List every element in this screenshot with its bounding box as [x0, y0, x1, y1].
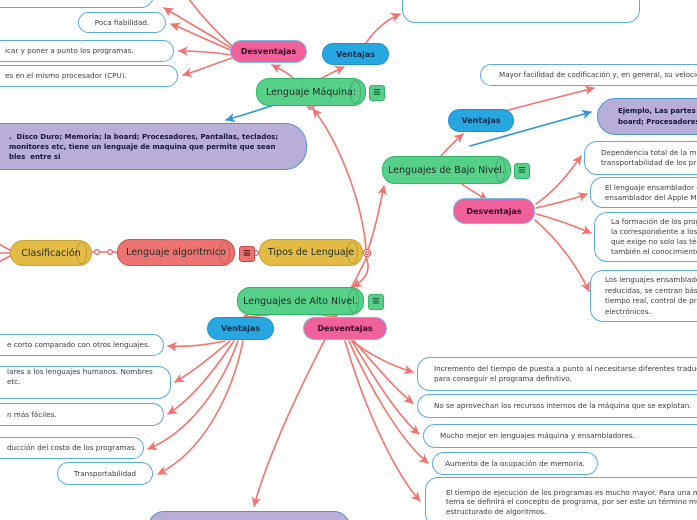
- pill-ventajas-alto[interactable]: Ventajas: [207, 317, 274, 340]
- node-lenguajes-bajo-nivel[interactable]: Lenguajes de Bajo Nivel.: [382, 156, 511, 184]
- pill-desventajas-bajo[interactable]: Desventajas: [453, 198, 535, 224]
- leaf-similares-humanos[interactable]: lares a los lenguajes humanos. Nombres e…: [0, 366, 171, 399]
- notes-icon[interactable]: ≡: [369, 85, 385, 101]
- pill-desventajas-maquina[interactable]: Desventajas: [230, 40, 307, 63]
- leaf-ensambladores-areas[interactable]: Los lenguajes ensamblado reducidas, se c…: [590, 270, 697, 322]
- leaf-formacion-programadores[interactable]: La formación de los progr la correspondi…: [594, 212, 697, 262]
- leaf-poca-fiabilidad[interactable]: Poca fiabilidad.: [78, 12, 166, 33]
- node-lenguaje-maquina[interactable]: Lenguaje Máquina:: [256, 78, 366, 106]
- notes-icon[interactable]: ≡: [239, 246, 255, 262]
- leaf-tiempo-corto[interactable]: e corto comparado con otros lenguajes.: [0, 334, 164, 356]
- leaf-reduccion-costo[interactable]: ducción del costo de los programas.: [0, 437, 144, 459]
- leaf-aumento-memoria[interactable]: Aumento de la ocupación de memoria.: [432, 452, 598, 475]
- leaf-similares-text: lares a los lenguajes humanos. Nombres e…: [7, 367, 153, 386]
- connector-dots: [93, 102, 372, 258]
- pill-ventajas-maquina[interactable]: Ventajas: [322, 43, 389, 65]
- node-clasificacion[interactable]: Clasificación: [10, 240, 92, 266]
- leaf-superior-text: superior a cualquier otro lenguaje de pr…: [419, 0, 552, 1]
- notes-icon[interactable]: ≡: [514, 163, 530, 179]
- leaf-ensamblador-apple[interactable]: El lenguaje ensamblador de ensamblador d…: [590, 177, 697, 208]
- leaf-dependencia-maquina[interactable]: Dependencia total de la m transportabili…: [584, 141, 697, 175]
- node-purple-ejemplo[interactable]: Ejemplo, Las partes qu board; Procesador…: [597, 98, 697, 135]
- leaf-mucho-mejor[interactable]: Mucho mejor en lenguajes máquina y ensam…: [423, 424, 697, 448]
- leaf-top-left-cut[interactable]: [0, 0, 154, 8]
- relation-arrows: [225, 104, 592, 147]
- leaf-mismo-procesador[interactable]: es en el mismo procesador (CPU).: [0, 65, 178, 87]
- pill-ventajas-bajo[interactable]: Ventajas: [448, 109, 514, 132]
- leaf-transportabilidad[interactable]: Transportabilidad: [57, 462, 153, 485]
- purple-hardware-text: . Disco Duro; Memoria; la board; Procesa…: [9, 132, 279, 161]
- leaf-no-aprovechan[interactable]: No se aprovechan los recursos internos d…: [417, 394, 697, 418]
- node-lenguaje-algoritmico[interactable]: Lenguaje algoritmico: [117, 239, 235, 266]
- node-purple-bottom-cut[interactable]: [148, 511, 350, 520]
- node-lenguajes-alto-nivel[interactable]: Lenguajes de Alto Nivel.: [237, 287, 364, 315]
- leaf-superior-lenguaje[interactable]: superior a cualquier otro lenguaje de pr…: [402, 0, 640, 23]
- leaf-mayor-facilidad[interactable]: Mayor facilidad de codificación y, en ge…: [480, 64, 697, 86]
- leaf-incremento-tiempo[interactable]: Incremento del tiempo de puesta a punto …: [417, 357, 697, 391]
- node-tipos-de-lenguaje[interactable]: Tipos de Lenguaje: [259, 239, 363, 266]
- leaf-tiempo-ejecucion[interactable]: El tiempo de ejecución de los programas …: [425, 477, 697, 520]
- leaf-modificaciones-faciles[interactable]: n más fáciles.: [0, 403, 164, 426]
- purple-ejemplo-text: Ejemplo, Las partes qu board; Procesador…: [618, 106, 697, 126]
- leaf-modificar-programas[interactable]: icar y poner a punto los programas.: [0, 40, 174, 62]
- node-purple-hardware[interactable]: . Disco Duro; Memoria; la board; Procesa…: [0, 123, 307, 170]
- notes-icon[interactable]: ≡: [368, 294, 384, 310]
- pill-desventajas-alto[interactable]: Desventajas: [303, 317, 387, 340]
